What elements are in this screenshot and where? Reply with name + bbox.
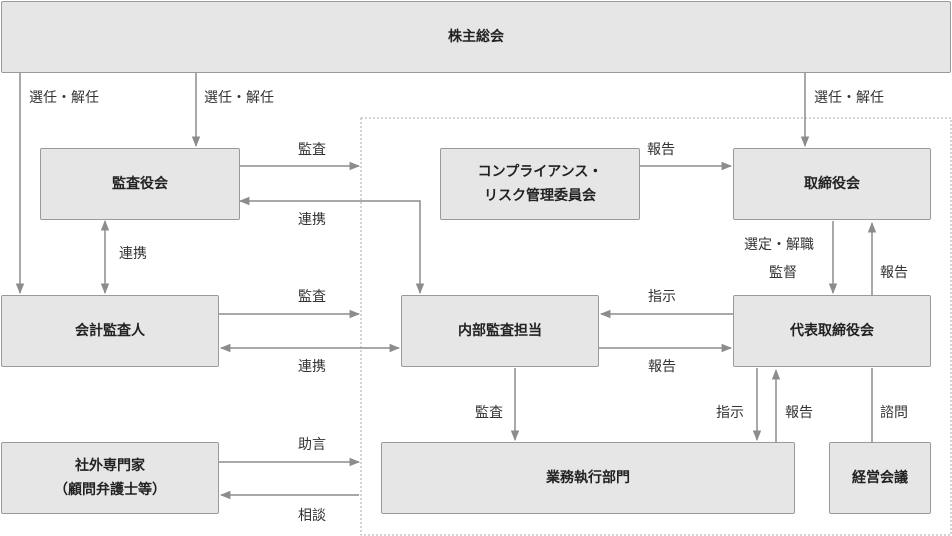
- label-appoint-line2: 監督: [769, 265, 797, 281]
- arrow-coop-audit-board-internal-audit: [238, 196, 425, 295]
- label-audit-ops: 監査: [475, 405, 503, 421]
- operations-box: 業務執行部門: [381, 442, 795, 514]
- shareholders-label: 株主総会: [448, 29, 504, 45]
- label-instruct-ops: 指示: [716, 405, 744, 421]
- accountant-box: 会計監査人: [1, 295, 219, 367]
- internal-audit-label: 内部監査担当: [458, 323, 542, 339]
- mgmt-meeting-label: 経営会議: [852, 470, 908, 486]
- ceo-box: 代表取締役会: [733, 295, 931, 367]
- label-audit-acct: 監査: [298, 289, 326, 305]
- label-consult: 相談: [298, 508, 326, 524]
- board-box: 取締役会: [733, 148, 931, 220]
- label-report-compliance: 報告: [647, 142, 675, 158]
- audit-board-label: 監査役会: [112, 176, 168, 192]
- compliance-box: コンプライアンス・ リスク管理委員会: [440, 148, 640, 220]
- board-label: 取締役会: [804, 176, 860, 192]
- label-elect-mid: 選任・解任: [204, 90, 274, 106]
- label-audit-top: 監査: [298, 142, 326, 158]
- compliance-label-line2: リスク管理委員会: [484, 188, 596, 204]
- internal-audit-box: 内部監査担当: [401, 295, 599, 367]
- label-coop-vertical: 連携: [119, 246, 147, 262]
- label-appoint-line1: 選定・解職: [744, 237, 814, 253]
- ceo-label: 代表取締役会: [790, 323, 874, 339]
- shareholders-box: 株主総会: [1, 1, 951, 73]
- label-report-ops: 報告: [785, 405, 813, 421]
- accountant-label: 会計監査人: [75, 323, 145, 339]
- label-coop-top: 連携: [298, 212, 326, 228]
- mgmt-meeting-box: 経営会議: [829, 442, 931, 514]
- label-elect-left: 選任・解任: [29, 90, 99, 106]
- experts-box: 社外専門家 （顧問弁護士等）: [1, 442, 219, 514]
- label-consult-mgmt: 諮問: [880, 405, 908, 421]
- label-coop-acct: 連携: [298, 359, 326, 375]
- label-advice: 助言: [298, 437, 326, 453]
- label-instruct-ia: 指示: [648, 289, 676, 305]
- label-report-board: 報告: [880, 265, 908, 281]
- experts-label-line2: （顧問弁護士等）: [54, 482, 166, 498]
- executive-area-boundary: [360, 117, 952, 536]
- label-report-ia: 報告: [648, 359, 676, 375]
- operations-label: 業務執行部門: [546, 470, 630, 486]
- compliance-label-line1: コンプライアンス・: [477, 164, 603, 180]
- audit-board-box: 監査役会: [40, 148, 240, 220]
- experts-label-line1: 社外専門家: [75, 458, 145, 474]
- label-elect-right: 選任・解任: [814, 90, 884, 106]
